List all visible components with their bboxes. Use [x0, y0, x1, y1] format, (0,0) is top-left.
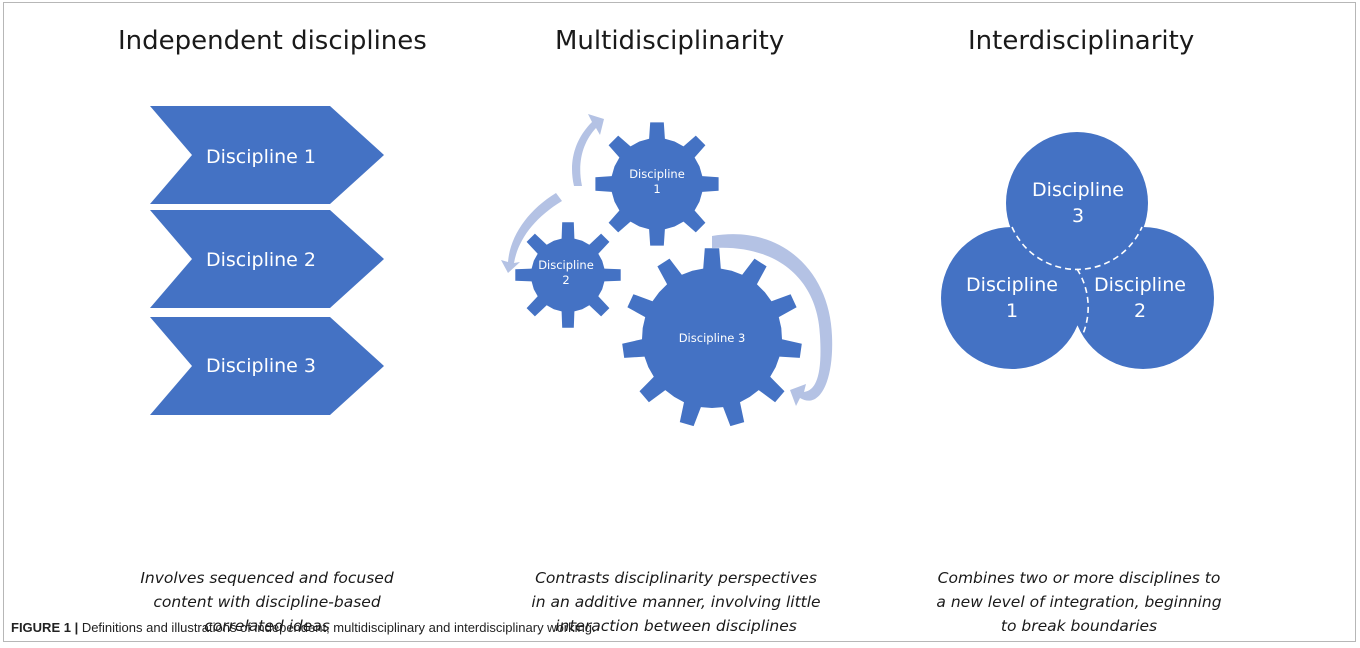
description-interdisciplinarity: Combines two or more disciplines to a ne… [936, 569, 1222, 635]
figure-frame [3, 2, 1356, 642]
gear-3 [622, 248, 802, 427]
chevron-2-label: Discipline 2 [206, 249, 316, 271]
figure-caption: FIGURE 1 | Definitions and illustrations… [11, 620, 596, 635]
chevron-2: Discipline 2 [150, 210, 384, 308]
circle-1-label-line1: Discipline [966, 274, 1058, 296]
caption-label: FIGURE 1 | [11, 620, 79, 635]
circle-3-label-line1: Discipline [1032, 179, 1124, 201]
title-multidisciplinarity: Multidisciplinarity [555, 26, 785, 56]
gear-1-shape [595, 122, 719, 246]
curved-arrow-left [501, 193, 562, 273]
circle-3-label-line2: 3 [1072, 205, 1084, 227]
circle-2-label-line1: Discipline [1094, 274, 1186, 296]
chevron-1: Discipline 1 [150, 106, 384, 204]
circle-discipline-3 [1006, 132, 1148, 274]
gear-3-shape [622, 248, 802, 427]
chevron-3-label: Discipline 3 [206, 355, 316, 377]
gear-2 [515, 222, 621, 328]
gear-1-label-line2: 1 [653, 182, 660, 196]
description-multidisciplinarity: Contrasts disciplinarity perspectives in… [531, 569, 821, 635]
circle-1-label-line2: 1 [1006, 300, 1018, 322]
chevron-3: Discipline 3 [150, 317, 384, 415]
gear-2-label-line2: 2 [562, 273, 569, 287]
gear-2-shape [515, 222, 621, 328]
caption-text: Definitions and illustrations of indepen… [78, 620, 596, 635]
title-independent: Independent disciplines [118, 26, 427, 56]
dashed-boundary-1 [1075, 268, 1089, 348]
circle-2-label-line2: 2 [1134, 300, 1146, 322]
title-interdisciplinarity: Interdisciplinarity [968, 26, 1195, 56]
description-independent: Involves sequenced and focused content w… [140, 569, 394, 635]
gear-1 [595, 122, 719, 246]
gear-3-label: Discipline 3 [679, 331, 746, 345]
gear-1-label-line1: Discipline [629, 167, 685, 181]
chevron-1-label: Discipline 1 [206, 146, 316, 168]
curved-arrow-right [712, 234, 833, 406]
curved-arrow-top [572, 114, 604, 186]
gear-2-label-line1: Discipline [538, 258, 594, 272]
